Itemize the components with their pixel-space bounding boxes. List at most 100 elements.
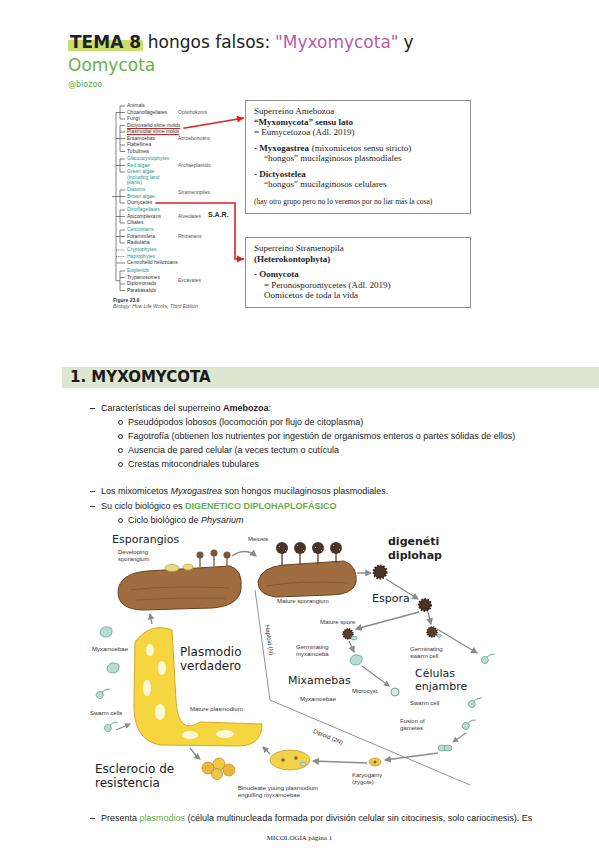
node-text: - Oomycota <box>254 269 299 279</box>
tree-branch <box>120 230 125 231</box>
node-text: “hongos” mucilaginosos plasmodiales <box>264 153 401 163</box>
body-text: Pseudópodos lobosos (locomoción por fluj… <box>128 416 363 428</box>
node-text: Superreino Stramenopila <box>254 243 344 253</box>
tree-branch <box>120 138 125 139</box>
tree-branch <box>116 112 120 113</box>
clade-label: Archaeplastids <box>178 163 211 169</box>
node-text: (Heterokontophyta) <box>254 254 330 264</box>
body-text: Myxogastrea <box>171 485 223 497</box>
node-text: “hongos” mucilaginosos celulares <box>264 179 386 189</box>
title-text: y <box>403 31 413 53</box>
tree-branch <box>120 210 125 211</box>
clade-label: Amoebozoans <box>178 136 210 142</box>
node-text: = Eumycetozoa (Adl. 2019) <box>254 127 355 137</box>
text-line: Ausencia de pared celular (a veces tectu… <box>128 444 339 456</box>
text-line: Oomicetos de toda la vida <box>254 290 462 301</box>
body-text: Características del superreino <box>101 402 221 414</box>
body-text: son hongos mucilaginosos plasmodiales. <box>225 485 389 497</box>
stage-caption: Binucleate young plasmodium engulfing my… <box>238 785 338 798</box>
text-line: “Myxomycota” sensu lato <box>254 117 462 128</box>
body-text: DIGENÉTICO DIPLOHAPLOFÁSICO <box>185 500 337 512</box>
arrow-head <box>237 116 244 123</box>
stage-caption: Developing sporangium <box>118 549 163 562</box>
pointer-arrow <box>155 203 244 259</box>
stage-label: Esclerocio de resistencia <box>95 762 195 790</box>
tree-branch <box>120 106 125 107</box>
text-line: = Eumycetozoa (Adl. 2019) <box>254 127 462 138</box>
taxon-label: Choanoflagellates <box>127 110 167 116</box>
stage-caption: Germinating swarm cell <box>410 646 448 659</box>
clade-label: Excavates <box>178 278 201 284</box>
tree-branch <box>120 216 125 217</box>
figure-source: Biology: How Life Works, Third Edition <box>113 303 198 309</box>
tree-branch <box>120 223 125 224</box>
clade-label: Alveolates <box>178 214 201 220</box>
text-line: Crestas mitocondriales tubulares <box>128 458 259 470</box>
tree-branch <box>120 165 125 166</box>
tree-branch <box>120 190 125 191</box>
taxon-label: Flabellinea <box>127 142 151 148</box>
tree-branch <box>120 112 125 113</box>
taxon-label: Foraminifera <box>127 234 155 240</box>
body-text: Fagotrofía (obtienen los nutrientes por … <box>128 430 515 442</box>
taxon-label: Animals <box>127 103 145 109</box>
tree-branch <box>116 165 120 166</box>
text-line: Superreino Stramenopila <box>254 243 462 254</box>
bullet-dash <box>90 506 95 507</box>
body-text: Presenta <box>101 812 137 824</box>
taxon-label: Haptophytes <box>127 254 155 260</box>
clade-label: S.A.R. <box>208 211 229 219</box>
body-text: Amebozoa <box>223 402 269 414</box>
tree-branch <box>120 125 125 126</box>
tree-branch <box>116 250 125 251</box>
side-note: digenéti <box>388 535 439 549</box>
stage-label: Esporangios <box>112 533 179 546</box>
tree-branch <box>116 216 120 217</box>
node-text: Superreino Amebozoa <box>254 106 334 116</box>
taxon-label: Radiolaria <box>127 240 150 246</box>
text-line: = Peronosporomycetes (Adl. 2019) <box>254 280 462 291</box>
body-text: (célula multinucleada formada por divisi… <box>188 812 533 824</box>
taxon-label: Centrohelid heliozoans <box>127 260 178 266</box>
tree-branch <box>120 277 125 278</box>
bullet-circle <box>118 518 123 523</box>
taxon-label: Oomycetes <box>127 200 152 206</box>
tree-branch <box>120 132 125 133</box>
tree-branch <box>120 145 125 146</box>
body-text: Ausencia de pared celular (a veces tectu… <box>128 444 339 456</box>
taxon-label: Entamoebas <box>127 136 155 142</box>
stage-caption: Swarm cell <box>410 700 439 707</box>
taxon-label: Cercozoans <box>127 227 154 233</box>
bullet-circle <box>118 434 123 439</box>
tree-branch <box>112 196 116 197</box>
text-line: Presentaplasmodios(célula multinucleada … <box>101 812 532 824</box>
text-line: - Oomycota <box>254 269 462 280</box>
text-line: Superreino Amebozoa <box>254 106 462 117</box>
taxon-label: Fungi <box>127 116 140 122</box>
text-line: Características del superreinoAmebozoa: <box>101 402 271 414</box>
body-text: : <box>269 402 272 414</box>
stage-caption: Mature spore <box>320 619 355 626</box>
stage-label: Células enjambre <box>415 667 477 693</box>
taxon-label: Dinoflagellates <box>127 207 160 213</box>
taxon-label: Glaucocystophytes <box>127 156 169 162</box>
clade-label: Rhizarians <box>178 234 202 240</box>
text-line: - Dictyostelea <box>254 169 462 180</box>
bullet-circle <box>118 462 123 467</box>
node-text: (hay otro grupo pero no lo veremos por n… <box>254 197 432 206</box>
side-note: diplohap <box>388 549 442 563</box>
tree-branch <box>120 284 125 285</box>
title-text: "Myxomycota" <box>275 31 399 53</box>
taxon-label: Ciliates <box>127 220 143 226</box>
node-text: “Myxomycota” sensu lato <box>254 117 353 127</box>
tree-branch <box>120 243 125 244</box>
taxon-label: Parabasalids <box>127 288 156 294</box>
tree-branch <box>120 290 125 291</box>
tree-branch <box>116 256 125 257</box>
tree-branch <box>120 271 125 272</box>
title-text: Oomycota <box>68 54 155 76</box>
text-line: Los mixomicetosMyxogastreason hongos muc… <box>101 485 388 497</box>
body-text: Los mixomicetos <box>101 485 168 497</box>
taxon-label: Cryptophytes <box>127 247 156 253</box>
